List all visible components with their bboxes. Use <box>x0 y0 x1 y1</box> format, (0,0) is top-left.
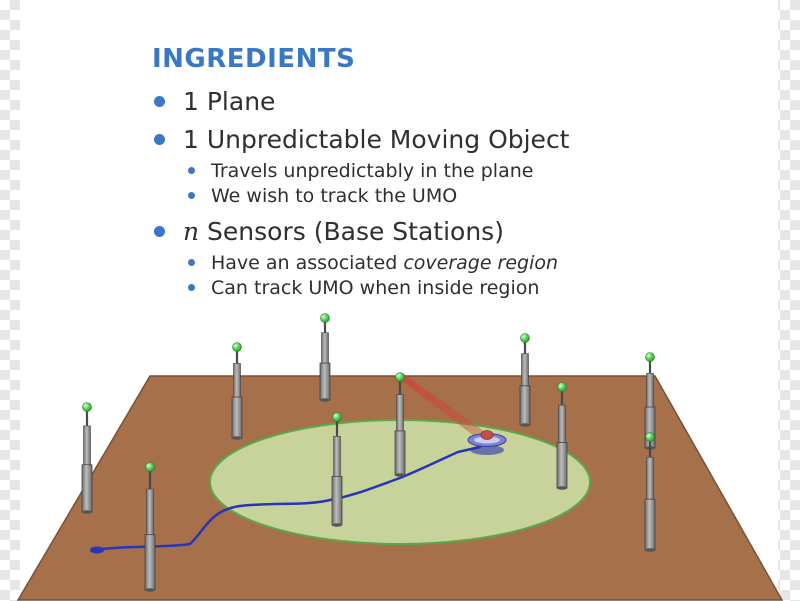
sensor-tower-icon <box>556 382 568 490</box>
sensor-tower-icon <box>644 352 656 450</box>
sub-list: Have an associated coverage region Can t… <box>154 250 570 300</box>
slide-title: INGREDIENTS <box>152 44 356 74</box>
sensor-tower-icon <box>144 462 156 592</box>
bullet-icon <box>154 133 165 145</box>
sensor-layer <box>81 313 656 592</box>
sensor-light-icon <box>82 402 92 412</box>
sub-item-emphasis: coverage region <box>403 251 559 274</box>
bullet-icon <box>154 95 165 107</box>
bullet-icon <box>188 259 195 266</box>
bullet-icon <box>188 284 195 291</box>
sensor-light-icon <box>145 462 155 472</box>
sensor-tower-icon <box>644 432 656 552</box>
sub-item-text: Have an associated <box>211 251 404 274</box>
item-label-text: Sensors (Base Stations) <box>199 216 504 246</box>
sensor-light-icon <box>395 372 405 382</box>
sub-list: Travels unpredictably in the plane We wi… <box>154 158 570 208</box>
sensor-tower-icon <box>394 372 406 477</box>
sub-item-label: Can track UMO when inside region <box>211 276 540 299</box>
item-label: n Sensors (Base Stations) <box>183 217 504 246</box>
sensor-light-icon <box>520 333 530 343</box>
sensor-tower-icon <box>231 342 243 440</box>
sensor-light-icon <box>232 342 242 352</box>
sensor-light-icon <box>645 432 655 442</box>
list-item: 1 Plane <box>154 82 570 120</box>
sensor-light-icon <box>645 352 655 362</box>
sub-list-item: Have an associated coverage region <box>188 250 570 275</box>
bullet-icon <box>154 225 165 237</box>
sub-list-item: Can track UMO when inside region <box>188 275 570 300</box>
sub-item-label: We wish to track the UMO <box>211 184 458 207</box>
sensor-light-icon <box>557 382 567 392</box>
list-item: 1 Unpredictable Moving Object Travels un… <box>154 120 570 208</box>
sensor-light-icon <box>320 313 330 323</box>
bullet-icon <box>188 167 195 174</box>
variable-n: n <box>183 216 200 246</box>
sensor-beam <box>398 374 488 442</box>
sub-item-label: Travels unpredictably in the plane <box>211 159 534 182</box>
sensor-tower-icon <box>331 412 343 527</box>
sub-list-item: Travels unpredictably in the plane <box>188 158 570 183</box>
sensor-tower-icon <box>81 402 93 514</box>
item-label: 1 Unpredictable Moving Object <box>183 124 570 154</box>
item-label: 1 Plane <box>183 86 276 116</box>
sub-item-label: Have an associated coverage region <box>211 252 558 274</box>
list-item: n Sensors (Base Stations) Have an associ… <box>154 212 570 300</box>
bullet-icon <box>188 192 195 199</box>
sensor-light-icon <box>332 412 342 422</box>
path-start-marker <box>90 546 104 554</box>
ufo-trajectory-path <box>93 445 482 552</box>
sub-list-item: We wish to track the UMO <box>188 183 570 208</box>
sensor-tower-icon <box>319 313 331 402</box>
sensor-tower-icon <box>519 333 531 427</box>
ufo-icon <box>467 430 507 455</box>
ingredients-list: 1 Plane 1 Unpredictable Moving Object Tr… <box>154 82 570 304</box>
